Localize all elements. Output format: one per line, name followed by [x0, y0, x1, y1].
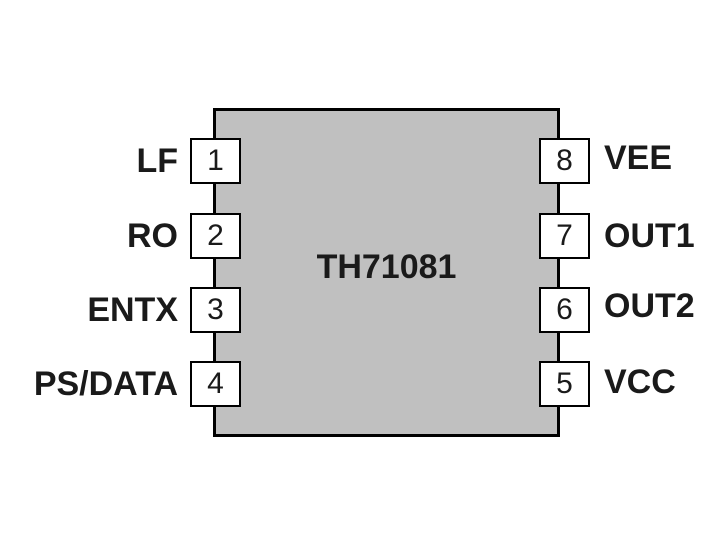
pin-3-name: ENTX	[87, 291, 178, 329]
pin-6-number-box: 6	[539, 287, 590, 333]
pin-4-number-box: 4	[190, 361, 241, 407]
pin-5-name: VCC	[604, 363, 676, 401]
pin-2-name: RO	[127, 217, 178, 255]
pin-1-number-box: 1	[190, 138, 241, 184]
pin-1-name: LF	[136, 142, 178, 180]
pin-4-name: PS/DATA	[33, 365, 178, 403]
pin-2-number-box: 2	[190, 213, 241, 259]
pin-8-name: VEE	[604, 139, 673, 177]
part-number-label: TH71081	[316, 248, 457, 286]
pin-5-number-box: 5	[539, 361, 590, 407]
pin-3-number-box: 3	[190, 287, 241, 333]
pin-6-name: OUT2	[604, 287, 695, 325]
pin-7-number-box: 7	[539, 213, 590, 259]
pin-8-number-box: 8	[539, 138, 590, 184]
ic-package-body	[213, 108, 560, 437]
pin-7-name: OUT1	[604, 217, 695, 255]
